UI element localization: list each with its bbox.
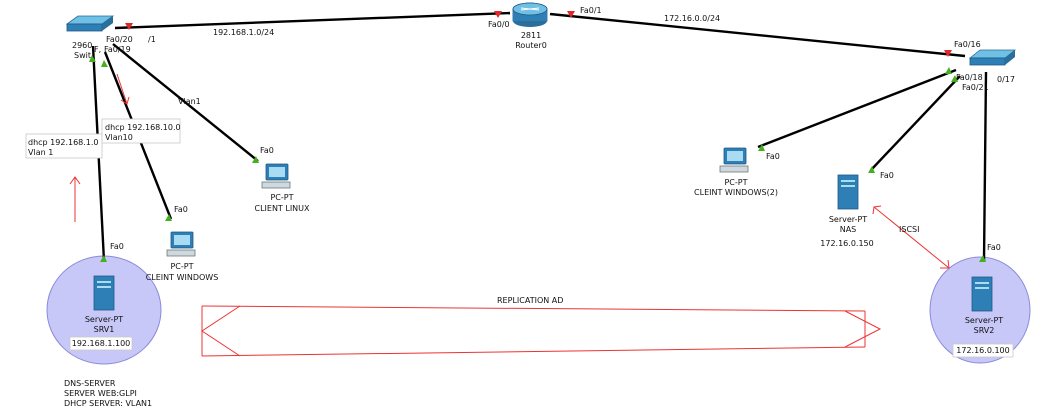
- dhcp-vlan10-arrow: [116, 73, 130, 105]
- pc-icon: [719, 147, 749, 173]
- srv2-server[interactable]: Server-PT SRV2 172.16.0.100: [952, 276, 1014, 358]
- port-router-fa00: Fa0/0: [488, 20, 510, 29]
- nas-ip: 172.16.0.150: [820, 239, 873, 248]
- switch-left-model: 2960: [72, 41, 92, 50]
- port-marker-sw2-fa016: [944, 50, 952, 57]
- port-sw1-fa020: Fa0/20: [106, 35, 133, 44]
- replication-label: REPLICATION AD: [497, 296, 563, 305]
- switch-icon: [65, 15, 115, 32]
- port-marker-client-linux: [252, 156, 259, 163]
- switch-left-name: Swit: [74, 51, 91, 60]
- network-lan1: 192.168.1.0/24: [213, 28, 274, 37]
- srv2-type: Server-PT: [965, 316, 1003, 325]
- srv2-ip-box: [952, 343, 1014, 358]
- pc-icon: [166, 231, 196, 257]
- dhcp-vlan1-line1: dhcp 192.168.1.0: [28, 138, 99, 147]
- port-sw2-partial-017: 0/17: [997, 75, 1015, 84]
- port-marker-srv1: [100, 255, 107, 262]
- nas-server[interactable]: Server-PT NAS 172.16.0.150: [820, 174, 874, 248]
- router-name: Router0: [515, 41, 547, 50]
- port-marker-sw2-fa021: [951, 75, 958, 82]
- dhcp-vlan10-box: [101, 118, 181, 144]
- dhcp-vlan1-box: [25, 133, 103, 159]
- port-sw2-fa021: Fa0/21: [962, 83, 989, 92]
- srv1-type: Server-PT: [85, 315, 123, 324]
- port-marker-sw2-fa018: [945, 67, 952, 74]
- srv2-name: SRV2: [974, 326, 995, 335]
- switch-right[interactable]: [968, 49, 1017, 66]
- link-sw2-client-windows2[interactable]: [757, 68, 957, 149]
- link-sw2-srv2[interactable]: [982, 71, 988, 262]
- dhcp-vlan10-line2: Vlan10: [105, 133, 133, 142]
- iscsi-arrow: [872, 205, 950, 269]
- router-0[interactable]: 2811 Router0: [512, 2, 548, 50]
- link-sw1-client-linux[interactable]: [112, 43, 259, 162]
- client-windows[interactable]: PC-PT CLEINT WINDOWS: [146, 231, 219, 282]
- client-windows2-type: PC-PT: [724, 178, 747, 187]
- port-marker-router-fa01: [567, 11, 575, 18]
- client-linux-name: CLIENT LINUX: [254, 204, 310, 213]
- port-marker-router-fa00: [494, 11, 502, 18]
- port-marker-nas: [868, 166, 875, 173]
- client-windows2[interactable]: PC-PT CLEINT WINDOWS(2): [694, 147, 778, 197]
- router-icon: [512, 2, 548, 27]
- dhcp-vlan1-line2: Vlan 1: [28, 148, 53, 157]
- client-linux[interactable]: PC-PT CLIENT LINUX: [254, 163, 310, 213]
- port-router-fa01: Fa0/1: [580, 6, 602, 15]
- switch-icon: [968, 49, 1017, 66]
- link-sw2-nas[interactable]: [870, 75, 961, 171]
- port-sw2-fa016: Fa0/16: [954, 40, 981, 49]
- nas-name: NAS: [840, 225, 857, 234]
- server-icon: [971, 276, 993, 312]
- port-linux-fa0: Fa0: [260, 146, 274, 155]
- nas-type: Server-PT: [829, 215, 867, 224]
- dhcp-vlan10-line1: dhcp 192.168.10.0: [105, 123, 181, 132]
- dhcp-vlan1-arrow: [69, 176, 81, 222]
- client-linux-type: PC-PT: [270, 193, 293, 202]
- iscsi-label: ISCSI: [899, 225, 919, 234]
- client-windows-type: PC-PT: [170, 262, 193, 271]
- pc-icon: [261, 163, 291, 189]
- network-vlan1-label: Vlan1: [178, 97, 201, 106]
- srv1-server[interactable]: Server-PT SRV1 192.168.1.100: [69, 275, 133, 351]
- port-sw2-fa018: Fa0/18: [956, 73, 983, 82]
- port-win2-fa0: Fa0: [766, 152, 780, 161]
- port-marker-sw1-srv1: [89, 55, 96, 62]
- srv1-name: SRV1: [94, 325, 115, 334]
- srv2-ip: 172.16.0.100: [956, 346, 1009, 355]
- port-sw1-partial-1: /1: [148, 35, 156, 44]
- port-srv2-fa0: Fa0: [987, 243, 1001, 252]
- client-windows-name: CLEINT WINDOWS: [146, 273, 219, 282]
- replication-arrow: [201, 305, 882, 357]
- switch-left[interactable]: 2960 Swit: [65, 15, 115, 60]
- port-sw1-fa019: Fa0/19: [104, 45, 131, 54]
- link-router-sw2[interactable]: [549, 12, 966, 58]
- router-model: 2811: [521, 31, 541, 40]
- network-lan2: 172.16.0.0/24: [664, 14, 720, 23]
- server-icon: [837, 174, 859, 210]
- srv1-ip-box: [69, 336, 133, 351]
- port-marker-sw1-fa020: [125, 23, 133, 30]
- port-marker-sw1-fa019: [101, 60, 108, 67]
- port-marker-client-windows: [165, 214, 172, 221]
- port-marker-srv2: [979, 255, 986, 262]
- server-icon: [93, 275, 115, 311]
- srv1-role-dns: DNS-SERVER: [64, 379, 116, 388]
- port-win-fa0: Fa0: [174, 205, 188, 214]
- port-marker-client-windows2: [758, 144, 765, 151]
- port-sw1-partial-f: F,: [94, 45, 101, 54]
- srv1-ip: 192.168.1.100: [72, 339, 131, 348]
- client-windows2-name: CLEINT WINDOWS(2): [694, 188, 778, 197]
- link-sw1-router[interactable]: [114, 11, 511, 30]
- port-srv1-fa0: Fa0: [110, 242, 124, 251]
- srv1-role-dhcp: DHCP SERVER: VLAN1: [64, 399, 152, 408]
- srv1-role-web: SERVER WEB:GLPI: [64, 389, 137, 398]
- port-nas-fa0: Fa0: [880, 171, 894, 180]
